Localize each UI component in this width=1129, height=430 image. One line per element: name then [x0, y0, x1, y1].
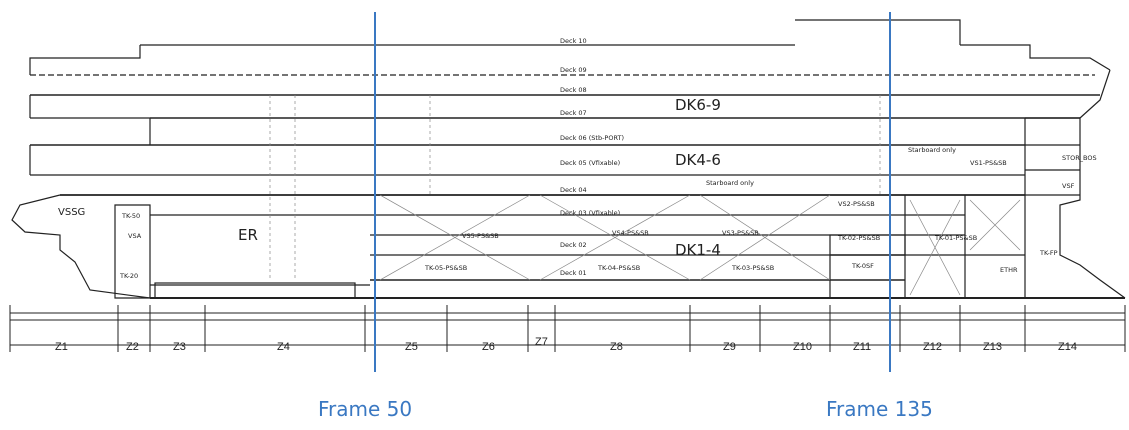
tank-vs2-label: VS2-PS&SB	[838, 200, 875, 208]
zone-label: Z7	[535, 336, 548, 348]
zone-label: Z13	[983, 341, 1002, 353]
frame-135-label: Frame 135	[826, 397, 933, 421]
zone-label: Z12	[923, 341, 942, 353]
zone-label: Z10	[793, 341, 812, 353]
zone-label: Z6	[482, 341, 495, 353]
deck-07-label: Deck 07	[560, 109, 587, 117]
deck-10-label: Deck 10	[560, 37, 587, 45]
tank-vs3-label: VS3-PS&SB	[722, 229, 759, 237]
starboard-note-1: Starboard only	[908, 146, 956, 154]
zone-ticks	[9, 305, 1126, 352]
zone-label: Z14	[1058, 341, 1077, 353]
baseline-ruler	[10, 312, 1125, 346]
zone-label: Z1	[55, 341, 68, 353]
hull-outline	[11, 19, 1126, 299]
zone-label: Z4	[277, 341, 290, 353]
zone-label: Z5	[405, 341, 418, 353]
zone-label: Z3	[173, 341, 186, 353]
tank-tkfp-label: TK-FP	[1039, 249, 1058, 257]
deck-08-label: Deck 08	[560, 86, 587, 94]
zone-label: Z2	[126, 341, 139, 353]
tank-tk0sf-label: TK-0SF	[851, 262, 874, 270]
deck-01-label: Deck 01	[560, 269, 587, 277]
deck-02-label: Deck 02	[560, 241, 587, 249]
deck-05-label: Deck 05 (Vfixable)	[560, 159, 620, 167]
tank-tk02-label: TK-02-PS&SB	[837, 234, 880, 242]
tank-vsa-label: VSA	[128, 232, 142, 240]
tank-tk01-label: TK-01-PS&SB	[934, 234, 977, 242]
tank-tk20-label: TK-20	[119, 272, 138, 280]
frame-50-label: Frame 50	[318, 397, 413, 421]
deck-06-label: Deck 06 (Stb-PORT)	[560, 134, 624, 142]
zone-label: Z9	[723, 341, 736, 353]
tank-tk50-label: TK-50	[121, 212, 140, 220]
tank-tk05-label: TK-05-PS&SB	[424, 264, 467, 272]
deck-09-label: Deck 09	[560, 66, 587, 74]
tank-tk03-label: TK-03-PS&SB	[731, 264, 774, 272]
tank-stor-label: STOR_BOS	[1062, 154, 1097, 162]
tank-vs5-label: VS5-PS&SB	[462, 232, 499, 240]
tank-vs1-label: VS1-PS&SB	[970, 159, 1007, 167]
block-dk6-9-label: DK6-9	[675, 96, 721, 114]
zone-label: Z11	[853, 341, 871, 353]
engine-room-label: ER	[238, 226, 258, 244]
tank-vs4-label: VS4-PS&SB	[612, 229, 649, 237]
block-dk4-6-label: DK4-6	[675, 151, 721, 169]
tank-vsf-label: VSF	[1062, 182, 1075, 190]
zone-label: Z8	[610, 341, 623, 353]
tank-tk04-label: TK-04-PS&SB	[597, 264, 640, 272]
block-dk1-4-label: DK1-4	[675, 241, 721, 259]
deck-04-label: Deck 04	[560, 186, 587, 194]
tank-vssg-label: VSSG	[58, 207, 85, 218]
deck-03-label: Deck 03 (Vfixable)	[560, 209, 620, 217]
bracing-lines	[269, 95, 1021, 296]
starboard-note-2: Starboard only	[706, 179, 754, 187]
tank-ethr-label: ETHR	[1000, 266, 1018, 274]
